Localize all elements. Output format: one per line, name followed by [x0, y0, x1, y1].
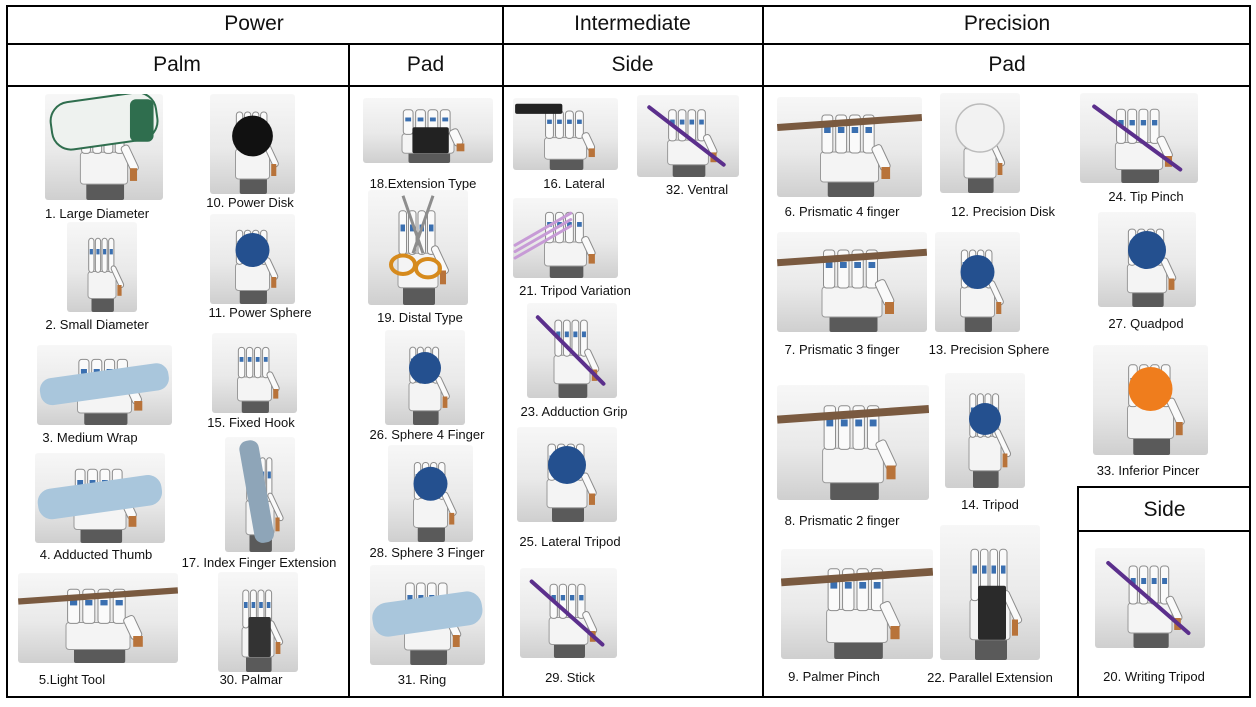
- grasp-photo-g7: [777, 232, 927, 332]
- grasp-caption: 17. Index Finger Extension: [181, 555, 337, 570]
- column-divider-power-intermediate: [502, 5, 504, 698]
- grasp-caption: 9. Palmer Pinch: [788, 669, 880, 684]
- side-header-bottom: [1077, 530, 1251, 532]
- grasp-caption: 28. Sphere 3 Finger: [369, 545, 485, 560]
- grasp-caption: 22. Parallel Extension: [927, 670, 1053, 685]
- grasp-taxonomy-table: [6, 5, 1251, 698]
- grasp-photo-g28: [388, 445, 473, 542]
- column-divider-precision-side: [1077, 486, 1079, 698]
- grasp-photo-g19: [368, 190, 468, 305]
- grasp-caption: 6. Prismatic 4 finger: [784, 204, 900, 219]
- grasp-caption: 7. Prismatic 3 finger: [784, 342, 900, 357]
- grasp-caption: 24. Tip Pinch: [1108, 189, 1184, 204]
- column-divider-intermediate-precision: [762, 5, 764, 698]
- header-power: Power: [224, 12, 284, 35]
- grasp-photo-g6: [777, 97, 922, 197]
- grasp-caption: 10. Power Disk: [206, 195, 294, 210]
- grasp-caption: 31. Ring: [397, 672, 447, 687]
- grasp-photo-g30: [218, 572, 298, 672]
- grasp-photo-g4: [35, 453, 165, 543]
- grasp-photo-g14: [945, 373, 1025, 488]
- grasp-photo-g2: [67, 222, 137, 312]
- grasp-caption: 2. Small Diameter: [45, 317, 149, 332]
- grasp-caption: 1. Large Diameter: [44, 206, 150, 221]
- grasp-photo-g10: [210, 94, 295, 194]
- grasp-caption: 5.Light Tool: [38, 672, 106, 687]
- grasp-caption: 20. Writing Tripod: [1103, 669, 1205, 684]
- grasp-photo-g24: [1080, 93, 1198, 183]
- grasp-caption: 32. Ventral: [665, 182, 729, 197]
- grasp-caption: 18.Extension Type: [369, 176, 477, 191]
- column-divider-palm-pad: [348, 43, 350, 698]
- header-divider-1: [6, 43, 1251, 45]
- header-pad-power: Pad: [406, 53, 445, 76]
- grasp-caption: 3. Medium Wrap: [42, 430, 138, 445]
- grasp-photo-g9: [781, 549, 933, 659]
- grasp-caption: 15. Fixed Hook: [207, 415, 295, 430]
- grasp-photo-g3: [37, 345, 172, 425]
- grasp-caption: 29. Stick: [545, 670, 595, 685]
- grasp-caption: 27. Quadpod: [1108, 316, 1184, 331]
- grasp-caption: 14. Tripod: [961, 497, 1019, 512]
- grasp-photo-g13: [935, 232, 1020, 332]
- grasp-photo-g23: [527, 303, 617, 398]
- grasp-photo-g17: [225, 437, 295, 552]
- grasp-caption: 11. Power Sphere: [208, 305, 312, 320]
- grasp-caption: 12. Precision Disk: [950, 204, 1056, 219]
- grasp-photo-g32: [637, 95, 739, 177]
- grasp-photo-g1: [45, 94, 163, 200]
- grasp-photo-g25: [517, 427, 617, 522]
- grasp-caption: 19. Distal Type: [377, 310, 463, 325]
- header-precision: Precision: [963, 12, 1051, 35]
- header-pad-precision: Pad: [988, 53, 1026, 76]
- grasp-caption: 30. Palmar: [219, 672, 283, 687]
- header-palm: Palm: [153, 53, 201, 76]
- grasp-photo-g33: [1093, 345, 1208, 455]
- grasp-photo-g11: [210, 214, 295, 304]
- header-intermediate: Intermediate: [574, 12, 691, 35]
- grasp-caption: 26. Sphere 4 Finger: [369, 427, 485, 442]
- grasp-caption: 23. Adduction Grip: [520, 404, 628, 419]
- grasp-caption: 8. Prismatic 2 finger: [784, 513, 900, 528]
- grasp-photo-g18: [363, 98, 493, 163]
- header-side-intermediate: Side: [611, 53, 654, 76]
- grasp-photo-g26: [385, 330, 465, 425]
- side-header-top: [1077, 486, 1251, 488]
- grasp-photo-g27: [1098, 212, 1196, 307]
- grasp-photo-g15: [212, 333, 297, 413]
- grasp-photo-g8: [777, 385, 929, 500]
- header-side-precision: Side: [1143, 498, 1186, 521]
- grasp-photo-g12: [940, 93, 1020, 193]
- grasp-photo-g21: [513, 198, 618, 278]
- grasp-photo-g31: [370, 565, 485, 665]
- grasp-photo-g29: [520, 568, 617, 658]
- grasp-photo-g20: [1095, 548, 1205, 648]
- grasp-photo-g5: [18, 573, 178, 663]
- grasp-caption: 16. Lateral: [543, 176, 605, 191]
- grasp-caption: 21. Tripod Variation: [519, 283, 631, 298]
- grasp-caption: 33. Inferior Pincer: [1096, 463, 1200, 478]
- grasp-caption: 4. Adducted Thumb: [39, 547, 153, 562]
- grasp-caption: 13. Precision Sphere: [928, 342, 1050, 357]
- grasp-photo-g22: [940, 525, 1040, 660]
- grasp-photo-g16: [513, 98, 618, 170]
- header-divider-2: [6, 85, 1251, 87]
- grasp-caption: 25. Lateral Tripod: [519, 534, 621, 549]
